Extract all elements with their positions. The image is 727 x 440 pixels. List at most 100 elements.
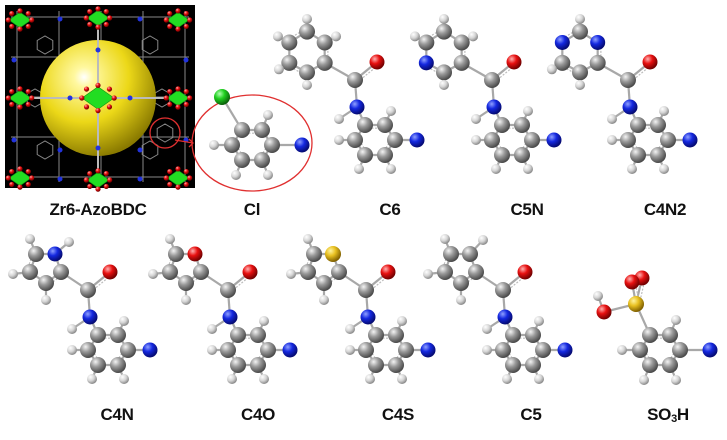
atom-c (22, 264, 38, 280)
atom-c (443, 246, 459, 262)
atom-h (345, 345, 355, 355)
atom-n (47, 246, 63, 262)
atom-o (624, 274, 640, 290)
atom-c (368, 357, 384, 373)
atom-c (90, 327, 106, 343)
atom-h (659, 106, 669, 116)
atom-h (148, 269, 158, 279)
atom-n (349, 99, 365, 115)
atom-n (702, 342, 718, 358)
atom-n (142, 342, 158, 358)
atom-h (617, 345, 627, 355)
atom-n (360, 309, 376, 325)
atom-o (596, 304, 612, 320)
atom-c (453, 54, 470, 71)
label-c5n: C5N (510, 200, 544, 219)
atom-h (546, 64, 557, 75)
atom-h (478, 235, 488, 245)
atom-c (437, 264, 453, 280)
mof-structure-image (5, 5, 195, 192)
atom-h (386, 106, 396, 116)
atom-h (41, 295, 51, 305)
atom-c (368, 327, 384, 343)
atom-c (377, 147, 393, 163)
label-c4n2: C4N2 (643, 200, 687, 219)
atom-h (354, 164, 364, 174)
atom-h (593, 291, 603, 301)
label-c4n: C4N (100, 405, 134, 424)
atom-h (468, 31, 479, 42)
atom-h (639, 375, 649, 385)
atom-o (102, 264, 118, 280)
atom-h (286, 269, 296, 279)
atom-c (260, 342, 276, 358)
atom-c (495, 342, 511, 358)
atom-c (572, 64, 588, 81)
atom-c (230, 357, 246, 373)
atom-c (388, 357, 404, 373)
atom-c (358, 342, 374, 358)
atom-h (671, 315, 681, 325)
atom-c (120, 342, 136, 358)
atom-c (234, 152, 250, 168)
atom-c (347, 72, 363, 88)
label-c5: C5 (520, 405, 542, 424)
atom-c (468, 264, 484, 280)
atom-h (471, 114, 481, 124)
atom-h (64, 237, 74, 247)
atom-h (67, 345, 77, 355)
atom-n (622, 99, 638, 115)
atom-n (682, 132, 698, 148)
atom-h (209, 140, 219, 150)
atom-c (250, 327, 266, 343)
atom-c (90, 357, 106, 373)
atom-h (87, 374, 97, 384)
label-zr6: Zr6-AzoBDC (49, 200, 147, 219)
atom-c (554, 54, 571, 71)
atom-c (250, 357, 266, 373)
atom-s (628, 296, 644, 312)
atom-h (302, 80, 312, 90)
atom-h (331, 31, 342, 42)
atom-h (482, 345, 492, 355)
molecule-cl (209, 89, 310, 180)
atom-c (514, 117, 530, 133)
atom-n (590, 34, 606, 50)
atom-c (484, 132, 500, 148)
atom-h (181, 295, 191, 305)
atom-h (534, 316, 544, 326)
molecules (8, 14, 718, 385)
atom-c (53, 264, 69, 280)
atom-c (436, 64, 452, 81)
atom-h (523, 164, 533, 174)
atom-n (497, 309, 513, 325)
atom-c (357, 147, 373, 163)
label-c4o: C4O (240, 405, 276, 424)
label-so3h_main: SO3H (647, 405, 689, 425)
atom-c (505, 357, 521, 373)
atom-c (347, 132, 363, 148)
label-cl: Cl (243, 200, 261, 219)
atom-h (439, 80, 449, 90)
atom-n (294, 137, 310, 153)
atom-c (281, 34, 298, 51)
molecule-c4o (148, 234, 298, 384)
atom-c (398, 342, 414, 358)
atom-c (110, 327, 126, 343)
atom-s (325, 246, 341, 262)
atom-h (119, 374, 129, 384)
atom-c (38, 275, 54, 291)
atom-n (82, 309, 98, 325)
atom-h (523, 106, 533, 116)
atom-c (650, 117, 666, 133)
atom-c (254, 122, 270, 138)
atom-c (672, 342, 688, 358)
atom-h (231, 170, 241, 180)
atom-h (397, 374, 407, 384)
atom-c (505, 327, 521, 343)
atom-h (67, 324, 77, 334)
atom-h (456, 295, 466, 305)
atom-c (80, 342, 96, 358)
